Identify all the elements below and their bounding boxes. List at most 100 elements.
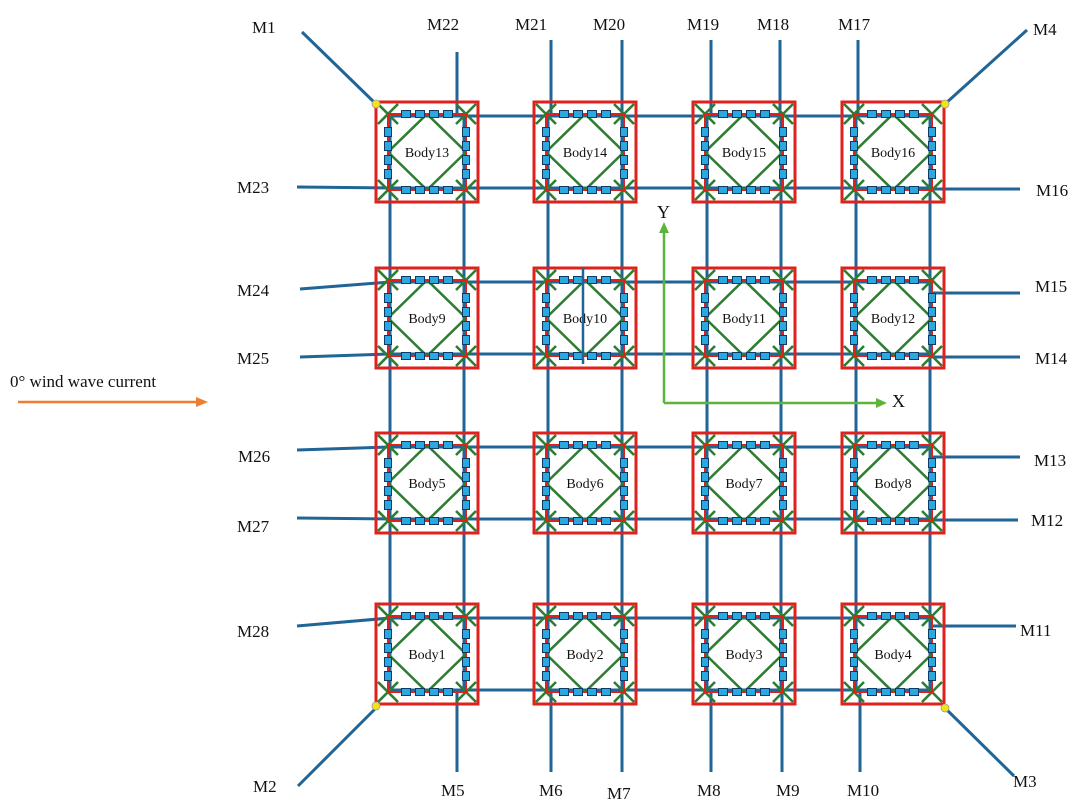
- float-block: [559, 612, 569, 620]
- brace: [743, 279, 784, 319]
- mooring-label-m13: M13: [1034, 451, 1066, 470]
- float-block: [542, 141, 550, 151]
- float-block: [620, 486, 628, 496]
- mooring-label-m8: M8: [697, 781, 721, 800]
- mooring-label-m7: M7: [607, 784, 631, 803]
- body-label: Body15: [722, 146, 766, 161]
- float-block: [559, 110, 569, 118]
- fairlead-dot: [940, 703, 950, 713]
- body-module: Body16: [840, 100, 946, 204]
- float-block: [701, 335, 709, 345]
- float-block: [928, 671, 936, 681]
- float-block: [542, 500, 550, 510]
- float-block: [429, 352, 439, 360]
- float-block: [462, 155, 470, 165]
- float-block: [601, 441, 611, 449]
- brace: [545, 317, 586, 357]
- float-block: [443, 186, 453, 194]
- float-block: [881, 612, 891, 620]
- body-frame: [532, 100, 638, 204]
- body-module: Body10: [532, 266, 638, 370]
- float-block: [732, 110, 742, 118]
- brace: [743, 151, 784, 191]
- float-block: [732, 352, 742, 360]
- inner-frame: [853, 113, 933, 191]
- float-block: [384, 169, 392, 179]
- float-block: [779, 500, 787, 510]
- float-block: [746, 688, 756, 696]
- float-block: [909, 441, 919, 449]
- float-block: [909, 186, 919, 194]
- fairlead-dot: [940, 99, 950, 109]
- float-block: [779, 671, 787, 681]
- body-frame: [691, 431, 797, 535]
- brace: [584, 615, 625, 655]
- float-block: [928, 307, 936, 317]
- float-block: [867, 110, 877, 118]
- float-block: [429, 612, 439, 620]
- brace: [892, 113, 933, 153]
- brace: [704, 615, 745, 655]
- float-block: [587, 352, 597, 360]
- float-block: [620, 500, 628, 510]
- body-module: Body1: [374, 602, 480, 706]
- body-frame: [691, 266, 797, 370]
- float-block: [895, 517, 905, 525]
- float-block: [601, 352, 611, 360]
- body-frame: [532, 602, 638, 706]
- body-label: Body9: [408, 312, 445, 327]
- float-block: [881, 441, 891, 449]
- float-block: [587, 517, 597, 525]
- brace: [743, 444, 784, 484]
- float-block: [415, 352, 425, 360]
- float-block: [620, 657, 628, 667]
- float-block: [620, 127, 628, 137]
- float-block: [620, 335, 628, 345]
- float-block: [462, 127, 470, 137]
- body-module: Body5: [374, 431, 480, 535]
- brace: [704, 113, 745, 153]
- float-block: [573, 352, 583, 360]
- body-module: Body15: [691, 100, 797, 204]
- float-block: [779, 643, 787, 653]
- y-axis-arrowhead-icon: [659, 222, 669, 233]
- float-block: [401, 517, 411, 525]
- float-block: [895, 352, 905, 360]
- float-block: [559, 352, 569, 360]
- brace: [704, 444, 745, 484]
- float-block: [384, 629, 392, 639]
- float-block: [587, 612, 597, 620]
- mooring-label-m23: M23: [237, 178, 269, 197]
- brace: [853, 444, 894, 484]
- inner-frame: [545, 615, 625, 693]
- float-block: [928, 169, 936, 179]
- float-block: [462, 486, 470, 496]
- float-block: [542, 335, 550, 345]
- float-block: [462, 307, 470, 317]
- brace: [426, 615, 467, 655]
- float-block: [559, 276, 569, 284]
- inner-frame: [387, 615, 467, 693]
- brace: [584, 653, 625, 693]
- float-block: [850, 335, 858, 345]
- current-label: 0° wind wave current: [10, 372, 156, 391]
- float-block: [462, 629, 470, 639]
- float-block: [779, 321, 787, 331]
- float-block: [401, 186, 411, 194]
- float-block: [732, 441, 742, 449]
- float-block: [401, 352, 411, 360]
- float-block: [462, 671, 470, 681]
- float-block: [701, 169, 709, 179]
- float-block: [542, 293, 550, 303]
- float-block: [701, 643, 709, 653]
- mooring-label-m10: M10: [847, 781, 879, 800]
- mooring-label-m6: M6: [539, 781, 563, 800]
- brace: [892, 482, 933, 522]
- float-block: [746, 186, 756, 194]
- float-block: [542, 307, 550, 317]
- float-block: [928, 155, 936, 165]
- brace: [853, 113, 894, 153]
- inner-frame: [387, 279, 467, 357]
